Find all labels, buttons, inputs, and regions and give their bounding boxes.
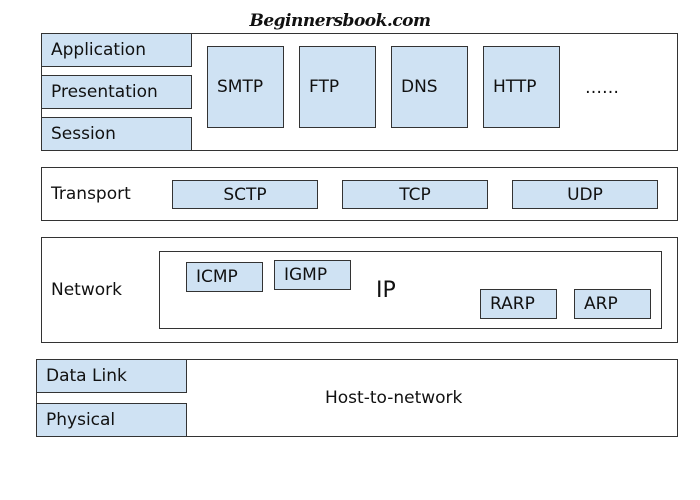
protocol-icmp: ICMP [186,262,263,292]
protocol-smtp: SMTP [207,46,284,128]
protocol-ip: IP [376,277,396,303]
protocol-sctp: SCTP [172,180,318,209]
protocol-http: HTTP [483,46,560,128]
protocol-tcp: TCP [342,180,488,209]
host-to-network-label: Host-to-network [325,388,463,408]
site-logo: Beginnersbook.com [249,11,431,31]
protocol-rarp: RARP [480,289,557,319]
layer-presentation: Presentation [41,75,192,109]
layer-application: Application [41,33,192,67]
protocol-igmp: IGMP [274,260,351,290]
layer-physical: Physical [36,403,187,437]
layer-transport: Transport [51,184,131,204]
protocol-udp: UDP [512,180,658,209]
protocol-dns: DNS [391,46,468,128]
more-protocols-ellipsis: …… [585,78,619,98]
layer-data-link: Data Link [36,359,187,393]
protocol-arp: ARP [574,289,651,319]
layer-session: Session [41,117,192,151]
protocol-ftp: FTP [299,46,376,128]
layer-network: Network [51,280,122,300]
